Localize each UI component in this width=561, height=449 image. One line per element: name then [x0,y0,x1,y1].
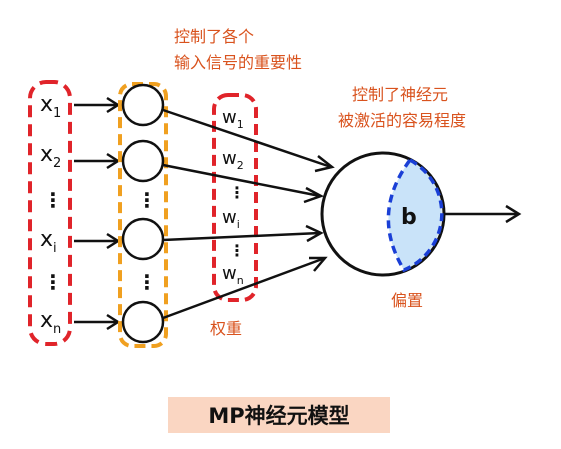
weight-wn-label: wn [222,263,244,287]
annotation-importance-line2: 输入信号的重要性 [174,53,302,72]
input-x1-label: x1 [40,92,61,121]
node-ellipsis-upper: ⋮ [137,188,157,212]
weight-wi-label: wi [222,207,240,231]
node-n [121,300,165,344]
inputs-group-box [28,80,72,346]
connection-1 [162,108,332,169]
weights-caption: 权重 [210,319,242,338]
bias-symbol: b [401,205,417,230]
connection-n [162,256,326,320]
node-ellipsis-lower: ⋮ [137,270,157,294]
connection-i-head [305,224,324,243]
connection-n-head [309,256,328,272]
weight-ellipsis-upper: ⋮ [229,183,245,202]
bias-caption: 偏置 [391,291,423,310]
node-i [121,217,165,261]
node-1 [121,83,165,127]
bias-region [386,157,444,273]
weights-group-box [212,93,258,302]
weighted-connections [162,108,335,320]
connection-i [162,231,321,242]
output-arrow-head [505,204,522,224]
input-ellipsis-lower: ⋮ [43,270,63,294]
annotation-importance-line1: 控制了各个 [174,27,254,46]
annotation-bias-line1: 控制了神经元 [352,85,448,104]
input-xn-label: xn [40,308,61,337]
input-xi-label: xi [40,227,57,256]
input-ellipsis-upper: ⋮ [43,188,63,212]
weight-w1-label: w1 [222,107,244,131]
input-arrows [74,96,121,331]
output-arrow [444,204,522,224]
diagram-title: MP神经元模型 [208,404,350,428]
weight-ellipsis-lower: ⋮ [229,241,245,260]
weight-w2-label: w2 [222,148,244,172]
connection-2-head [303,186,325,204]
title-banner: MP神经元模型 [168,397,390,433]
connection-2 [162,163,321,198]
node-2 [121,139,165,183]
annotation-bias-line2: 被激活的容易程度 [338,111,466,130]
connection-1-head [314,155,335,173]
input-x2-label: x2 [40,142,61,171]
